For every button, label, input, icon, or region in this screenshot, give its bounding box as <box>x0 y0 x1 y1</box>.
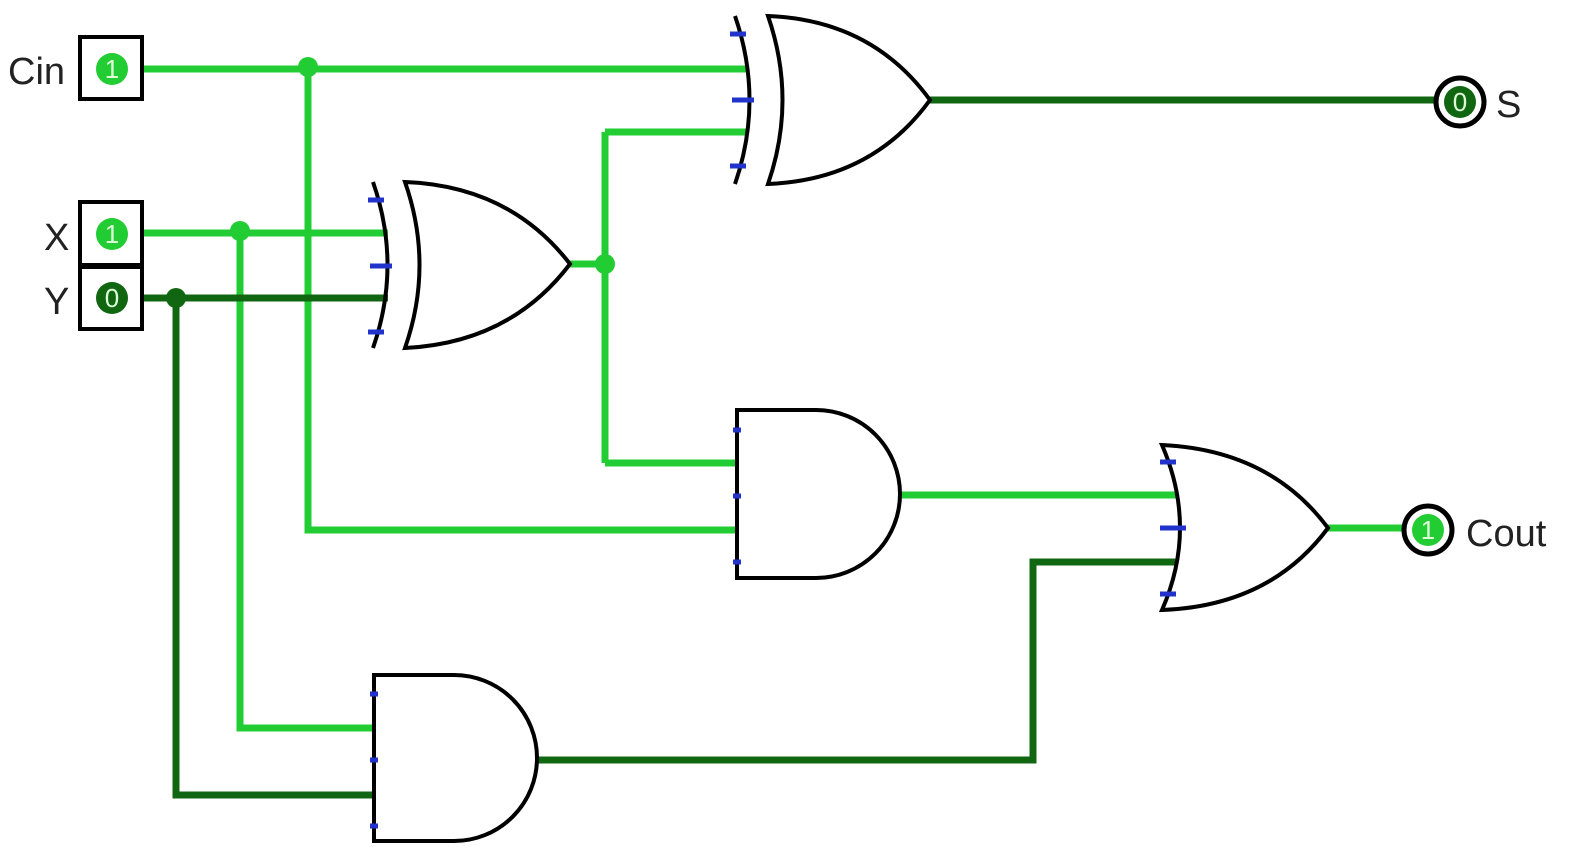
or-gate[interactable] <box>1158 442 1331 613</box>
input-label-y: Y <box>44 281 69 323</box>
wires <box>143 57 1440 799</box>
input-pin-cin[interactable]: 1 <box>78 35 144 101</box>
junction-dot <box>595 254 615 274</box>
input-label-x: X <box>44 217 69 259</box>
junction-dot <box>166 288 186 308</box>
wire-x-branch[interactable] <box>236 233 375 732</box>
xor-gate-2[interactable] <box>730 13 933 187</box>
wire-xor1-out[interactable] <box>570 128 748 467</box>
input-pin-x[interactable]: 1 <box>78 200 144 267</box>
input-value: 1 <box>105 54 119 84</box>
output-value: 0 <box>1453 87 1467 117</box>
output-pin-cout: 1 <box>1401 503 1455 557</box>
input-pin-y[interactable]: 0 <box>78 265 144 331</box>
output-pin-s: 0 <box>1433 75 1487 129</box>
output-label-cout: Cout <box>1466 513 1547 555</box>
junction-dot <box>230 221 250 241</box>
wire-and2-out[interactable] <box>537 558 1178 764</box>
wire-cin-branch[interactable] <box>304 69 740 534</box>
junction-dot <box>298 57 318 77</box>
wire-y-branch[interactable] <box>172 298 378 799</box>
xor-gate-1[interactable] <box>368 179 573 351</box>
input-label-cin: Cin <box>8 51 65 93</box>
input-value: 1 <box>105 219 119 249</box>
output-value: 1 <box>1421 515 1435 545</box>
input-value: 0 <box>105 283 119 313</box>
and-gate-1[interactable] <box>733 408 902 580</box>
output-label-s: S <box>1496 84 1521 126</box>
and-gate-2[interactable] <box>370 673 539 843</box>
